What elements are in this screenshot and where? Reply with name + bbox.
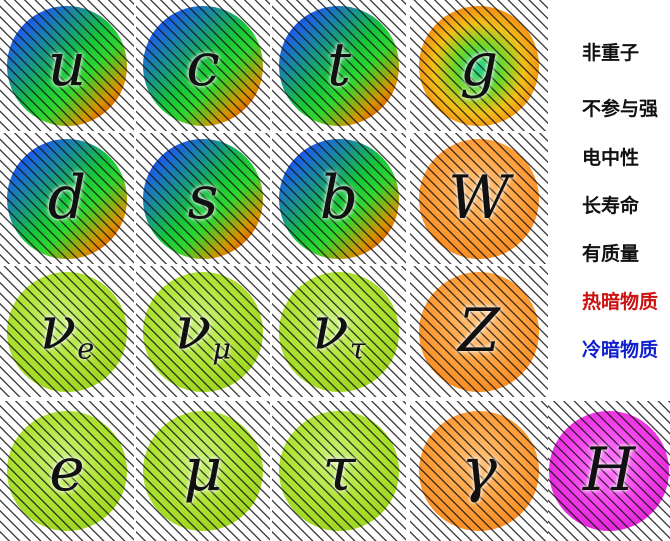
particle-symbol-main: u: [48, 29, 87, 99]
particle-tile: νμ: [136, 266, 270, 397]
particle-symbol-main: t: [327, 29, 351, 99]
particle-symbol-main: ν: [175, 293, 211, 363]
criteria-label: 冷暗物质: [582, 335, 658, 362]
particle-symbol: d: [0, 167, 134, 227]
particle-symbol: γ: [410, 440, 548, 500]
particle-tile: b: [272, 133, 406, 264]
particle-symbol-main: τ: [322, 435, 355, 505]
particle-tile: s: [136, 133, 270, 264]
particle-symbol-subscript: τ: [350, 331, 366, 365]
particle-symbol: H: [548, 440, 670, 500]
particle-tile: γ: [410, 401, 548, 541]
particle-symbol-main: Z: [458, 295, 500, 365]
particle-tile: τ: [272, 401, 406, 541]
particle-symbol: s: [136, 167, 270, 227]
criteria-label: 非重子: [582, 38, 639, 65]
particle-symbol-main: s: [188, 162, 219, 232]
criteria-label: 长寿命: [582, 191, 639, 218]
criteria-label: 不参与强: [582, 94, 658, 121]
particle-tile: e: [0, 401, 134, 541]
particle-symbol: νμ: [136, 298, 270, 363]
particle-symbol-subscript: μ: [212, 331, 231, 365]
particle-tile: νe: [0, 266, 134, 397]
particle-symbol-main: ν: [312, 293, 348, 363]
lepton-row-divider: [0, 397, 548, 401]
particle-symbol: μ: [136, 440, 270, 500]
particle-symbol-subscript: e: [77, 331, 94, 365]
particle-symbol-main: b: [320, 162, 358, 232]
particle-symbol-main: d: [48, 162, 86, 232]
particle-symbol-main: ν: [40, 293, 76, 363]
particle-tile: u: [0, 0, 134, 131]
particle-tile: Z: [410, 266, 548, 397]
particle-symbol-main: e: [49, 435, 85, 505]
particle-tile: W: [410, 133, 548, 264]
particle-tile: d: [0, 133, 134, 264]
criteria-label: 热暗物质: [582, 287, 658, 314]
boson-column-divider: [406, 0, 410, 541]
particle-symbol-main: g: [460, 29, 498, 99]
particle-symbol: νe: [0, 298, 134, 363]
particle-symbol: t: [272, 34, 406, 94]
criteria-label: 有质量: [582, 239, 639, 266]
particle-symbol-main: γ: [461, 435, 497, 505]
particle-symbol-main: μ: [184, 435, 223, 505]
particle-tile: μ: [136, 401, 270, 541]
criteria-label: 电中性: [582, 143, 639, 170]
particle-tile: H: [548, 401, 670, 541]
particle-symbol: Z: [410, 300, 548, 360]
particle-symbol: c: [136, 34, 270, 94]
particle-symbol: W: [410, 167, 548, 227]
particle-symbol: u: [0, 34, 134, 94]
particle-tile: c: [136, 0, 270, 131]
particle-symbol-main: H: [583, 435, 635, 505]
particle-symbol: e: [0, 440, 134, 500]
particle-symbol-main: c: [186, 29, 220, 99]
particle-symbol-main: W: [448, 162, 510, 232]
particle-symbol: g: [410, 34, 548, 94]
particle-tile: g: [410, 0, 548, 131]
particle-tile: ντ: [272, 266, 406, 397]
particle-symbol: τ: [272, 440, 406, 500]
particle-symbol: b: [272, 167, 406, 227]
particle-symbol: ντ: [272, 298, 406, 363]
particle-tile: t: [272, 0, 406, 131]
